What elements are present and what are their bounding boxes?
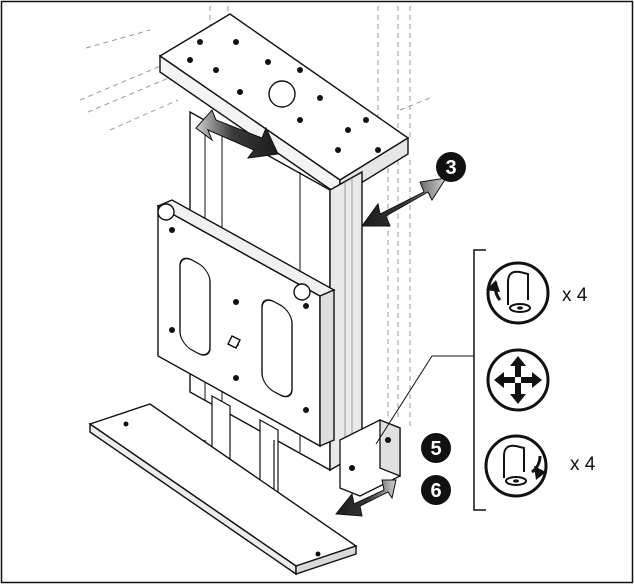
step-3-badge: 3	[436, 152, 466, 182]
step-6-badge: 6	[421, 475, 451, 505]
four-way-move-icon	[486, 348, 550, 412]
loosen-screw-icon	[486, 261, 550, 325]
tighten-screw-icon	[484, 434, 548, 498]
tighten-count-label: x 4	[570, 454, 596, 475]
instruction-bracket	[473, 249, 486, 511]
bottom-adjust-arrow	[335, 479, 397, 517]
svg-text:3: 3	[445, 157, 456, 179]
base-bar	[88, 403, 358, 576]
top-adjust-arrow	[195, 109, 279, 159]
loosen-count-label: x 4	[562, 285, 588, 306]
svg-text:5: 5	[430, 438, 441, 460]
svg-text:6: 6	[430, 480, 441, 502]
step-5-badge: 5	[421, 433, 451, 463]
ceiling-plate	[158, 13, 410, 198]
side-bracket	[339, 419, 401, 497]
callout-line	[375, 355, 474, 445]
display-mount-plate	[156, 199, 336, 448]
